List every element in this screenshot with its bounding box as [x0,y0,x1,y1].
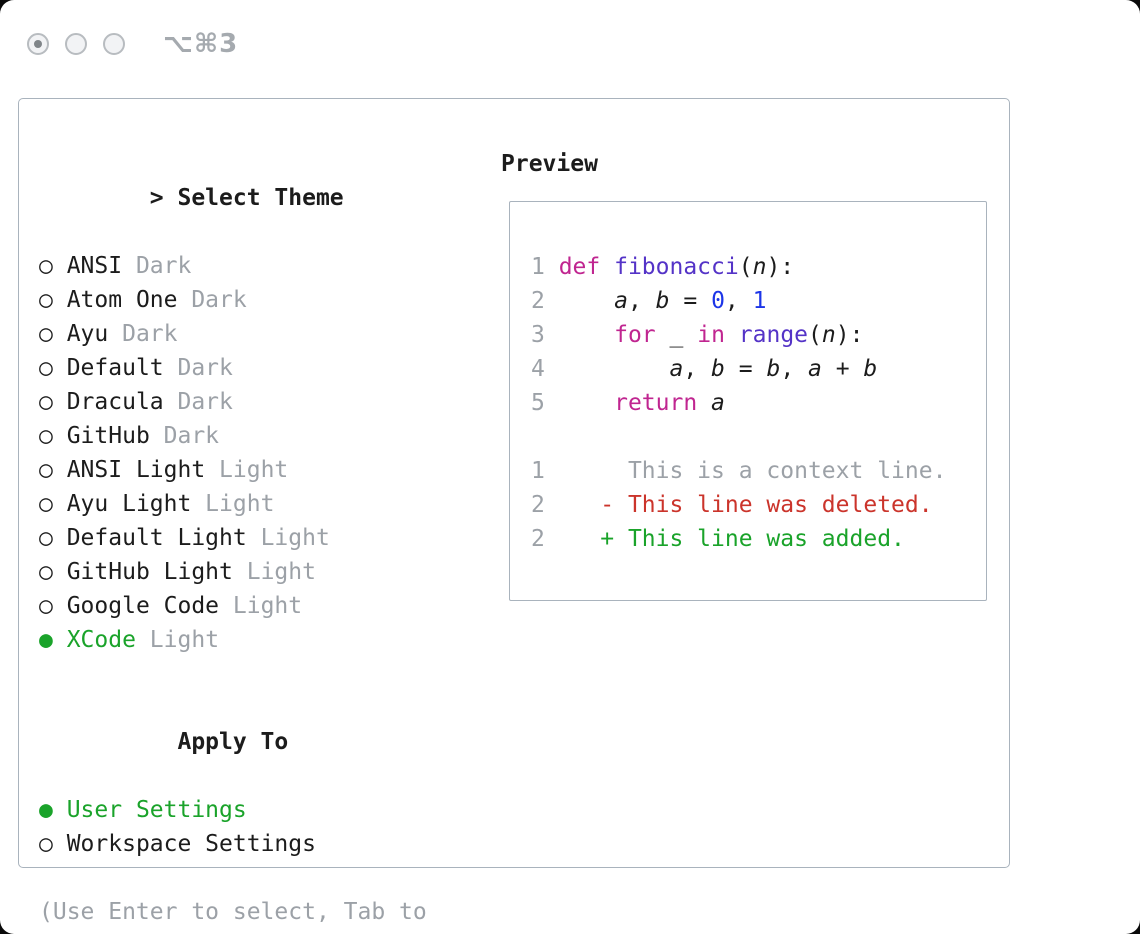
active-dot-icon [34,40,42,48]
theme-name: Default Light [66,525,247,551]
radio-unselected-icon: ○ [39,525,67,551]
theme-option-ansi[interactable]: ○ ANSI Dark [39,249,483,283]
window-chrome: ⌥⌘3 [27,27,238,61]
theme-variant-tag: Dark [122,253,192,279]
theme-name: Atom One [66,287,178,313]
radio-selected-icon: ● [39,627,67,653]
theme-picker-panel: > Select Theme ○ ANSI Dark○ Atom One Dar… [18,98,1010,934]
radio-selected-icon: ● [39,797,67,823]
theme-option-default[interactable]: ○ Default Dark [39,351,483,385]
theme-variant-tag: Light [232,559,316,585]
theme-variant-tag: Light [205,457,289,483]
window-button-1[interactable] [27,33,49,55]
theme-name: ANSI Light [66,457,206,483]
theme-name: ANSI [66,253,123,279]
radio-unselected-icon: ○ [39,831,67,857]
preview-title: Preview [501,151,598,177]
radio-unselected-icon: ○ [39,491,67,517]
theme-option-ayu-light[interactable]: ○ Ayu Light Light [39,487,483,521]
line-number: 4 [531,356,559,382]
theme-option-google-code[interactable]: ○ Google Code Light [39,589,483,623]
preview-box: 1 def fibonacci(n): 2 a, b = 0, 1 3 for _ … [509,201,987,601]
theme-variant-tag: Light [135,627,220,653]
line-number: 2 [531,492,559,518]
line-number: 3 [531,322,559,348]
theme-name: GitHub [66,423,150,449]
code-line: 2 a, b = 0, 1 [531,288,767,314]
theme-name: Google Code [66,593,220,619]
apply-to-title: Apply To [39,691,483,793]
radio-unselected-icon: ○ [39,423,67,449]
theme-name: Default [66,355,164,381]
radio-unselected-icon: ○ [39,253,67,279]
theme-name: Ayu Light [66,491,192,517]
window-button-2[interactable] [65,33,87,55]
code-line: 4 a, b = b, a + b [531,356,878,382]
select-theme-title: > Select Theme [39,147,483,249]
theme-option-ansi-light[interactable]: ○ ANSI Light Light [39,453,483,487]
theme-option-dracula[interactable]: ○ Dracula Dark [39,385,483,419]
theme-name: Dracula [66,389,164,415]
blank-line [531,420,970,454]
theme-variant-tag: Dark [163,389,233,415]
radio-unselected-icon: ○ [39,355,67,381]
radio-unselected-icon: ○ [39,593,67,619]
apply-option-workspace-settings[interactable]: ○ Workspace Settings [39,827,483,861]
theme-variant-tag: Light [191,491,275,517]
apply-option-label: Workspace Settings [66,831,316,857]
theme-variant-tag: Light [246,525,330,551]
apply-option-label: User Settings [66,797,247,823]
line-number: 5 [531,390,559,416]
apply-option-user-settings[interactable]: ● User Settings [39,793,483,827]
radio-unselected-icon: ○ [39,287,67,313]
radio-unselected-icon: ○ [39,389,67,415]
line-number: 2 [531,288,559,314]
apply-to-title-text: Apply To [177,729,289,755]
theme-name: Ayu [66,321,109,347]
theme-list: ○ ANSI Dark○ Atom One Dark○ Ayu Dark○ De… [39,249,483,657]
preview-section: Preview 1 def fibonacci(n): 2 a, b = 0, 1… [501,147,1003,601]
radio-unselected-icon: ○ [39,559,67,585]
hint-text: (Use Enter to select, Tab to change focu… [39,899,427,934]
theme-option-github-light[interactable]: ○ GitHub Light Light [39,555,483,589]
line-number: 1 [531,458,559,484]
radio-unselected-icon: ○ [39,457,67,483]
radio-unselected-icon: ○ [39,321,67,347]
line-number: 1 [531,254,559,280]
code-line: 1 def fibonacci(n): [531,254,795,280]
theme-variant-tag: Light [219,593,303,619]
code-line: 5 return a [531,390,725,416]
theme-variant-tag: Dark [163,355,233,381]
theme-option-xcode[interactable]: ● XCode Light [39,623,483,657]
theme-option-atom-one[interactable]: ○ Atom One Dark [39,283,483,317]
diff-line-context: 1 This is a context line. [531,458,947,484]
code-line: 3 for _ in range(n): [531,322,864,348]
diff-line-deleted: 2 - This line was deleted. [531,492,933,518]
apply-to-list: ● User Settings○ Workspace Settings [39,793,483,861]
line-number: 2 [531,526,559,552]
keyboard-shortcut-label: ⌥⌘3 [163,29,239,59]
theme-variant-tag: Dark [177,287,247,313]
theme-variant-tag: Dark [108,321,178,347]
theme-name: GitHub Light [66,559,233,585]
theme-name: XCode [66,627,136,653]
theme-option-ayu[interactable]: ○ Ayu Dark [39,317,483,351]
theme-variant-tag: Dark [149,423,220,449]
preview-code: 1 def fibonacci(n): 2 a, b = 0, 1 3 for _ … [531,250,970,556]
window-button-3[interactable] [103,33,125,55]
diff-line-added: 2 + This line was added. [531,526,905,552]
theme-option-github[interactable]: ○ GitHub Dark [39,419,483,453]
cursor-prompt-icon: > [149,185,178,211]
spacer [39,657,483,691]
theme-option-default-light[interactable]: ○ Default Light Light [39,521,483,555]
theme-selector: > Select Theme ○ ANSI Dark○ Atom One Dar… [39,147,483,934]
select-theme-title-text: Select Theme [177,185,344,211]
